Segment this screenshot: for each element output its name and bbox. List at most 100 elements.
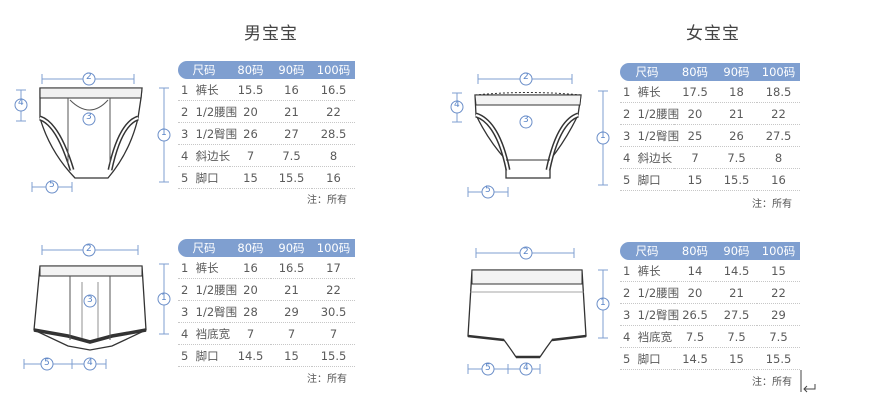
cell: 26.5 (674, 303, 716, 326)
row-label: 1 裤长 (620, 81, 674, 103)
footnote: 注：所有 (307, 374, 347, 385)
row-label: 5 脚口 (620, 168, 674, 191)
col-header: 80码 (674, 63, 716, 81)
marker-5: 5 (485, 185, 491, 195)
girls-boxer-diagram (467, 246, 610, 376)
cell: 7 (312, 322, 355, 345)
cell: 29 (271, 300, 312, 323)
cell: 30.5 (312, 300, 355, 323)
cell: 7.5 (271, 144, 312, 167)
col-header: 尺码 (620, 242, 674, 260)
marker-1: 1 (161, 128, 167, 138)
col-header: 100码 (312, 239, 355, 257)
marker-3: 3 (523, 115, 529, 125)
row-label: 3 1/2臀围 (620, 303, 679, 326)
title-boys: 男宝宝 (244, 24, 298, 44)
cell: 26 (230, 122, 271, 145)
cell: 8 (757, 146, 800, 169)
cell: 14.5 (716, 260, 757, 282)
boys-brief-diagram (14, 72, 171, 194)
cell: 14 (674, 260, 716, 282)
cell: 21 (271, 100, 312, 123)
cell: 18 (716, 81, 757, 103)
row-label: 5 脚口 (178, 344, 230, 367)
marker-4: 4 (18, 98, 24, 108)
cell: 16.5 (271, 257, 312, 279)
row-label: 4 裆底宽 (178, 322, 230, 345)
marker-3: 3 (87, 295, 93, 305)
col-header: 90码 (716, 63, 757, 81)
cell: 27.5 (757, 124, 800, 147)
cell: 16 (757, 168, 800, 191)
row-label: 3 1/2臀围 (620, 124, 679, 147)
row-label: 3 1/2臀围 (178, 300, 237, 323)
marker-1: 1 (600, 131, 606, 141)
cell: 22 (312, 278, 355, 301)
footnote: 注：所有 (752, 377, 792, 388)
cell: 20 (674, 102, 716, 125)
cell: 27.5 (716, 303, 757, 326)
cell: 7.5 (674, 325, 716, 348)
marker-2: 2 (86, 72, 92, 82)
title-girls: 女宝宝 (686, 24, 740, 44)
cell: 7.5 (757, 325, 800, 348)
cell: 7 (674, 146, 716, 169)
cell: 15 (757, 260, 800, 282)
cell: 20 (674, 281, 716, 304)
col-header: 90码 (271, 239, 312, 257)
cell: 15.5 (230, 79, 271, 101)
cell: 22 (757, 102, 800, 125)
col-header: 100码 (312, 61, 355, 79)
girls-brief-diagram (450, 72, 610, 199)
cell: 15.5 (716, 168, 757, 191)
cell: 7.5 (716, 146, 757, 169)
cell: 15.5 (757, 347, 800, 370)
row-label: 4 斜边长 (178, 144, 230, 167)
marker-2: 2 (86, 244, 92, 254)
cell: 18.5 (757, 81, 800, 103)
marker-2: 2 (523, 247, 529, 257)
cell: 20 (230, 100, 271, 123)
marker-2: 2 (523, 72, 529, 82)
cell: 16 (230, 257, 271, 279)
cell: 15 (230, 166, 271, 189)
cell: 15 (716, 347, 757, 370)
marker-1: 1 (161, 293, 167, 303)
marker-4: 4 (454, 100, 460, 110)
cell: 15 (271, 344, 312, 367)
cell: 22 (757, 281, 800, 304)
row-label: 2 1/2腰围 (620, 281, 679, 304)
row-label: 2 1/2腰围 (620, 102, 679, 125)
cell: 20 (230, 278, 271, 301)
cell: 28 (230, 300, 271, 323)
marker-5: 5 (485, 363, 491, 373)
cell: 17 (312, 257, 355, 279)
cell: 29 (757, 303, 800, 326)
row-label: 1 裤长 (178, 257, 230, 279)
marker-5: 5 (49, 180, 55, 190)
cell: 21 (716, 102, 757, 125)
boys-boxer-diagram (23, 243, 171, 371)
row-label: 1 裤长 (620, 260, 674, 282)
cell: 14.5 (230, 344, 271, 367)
cell: 15 (674, 168, 716, 191)
cell: 7 (230, 144, 271, 167)
cell: 15.5 (312, 344, 355, 367)
col-header: 80码 (674, 242, 716, 260)
